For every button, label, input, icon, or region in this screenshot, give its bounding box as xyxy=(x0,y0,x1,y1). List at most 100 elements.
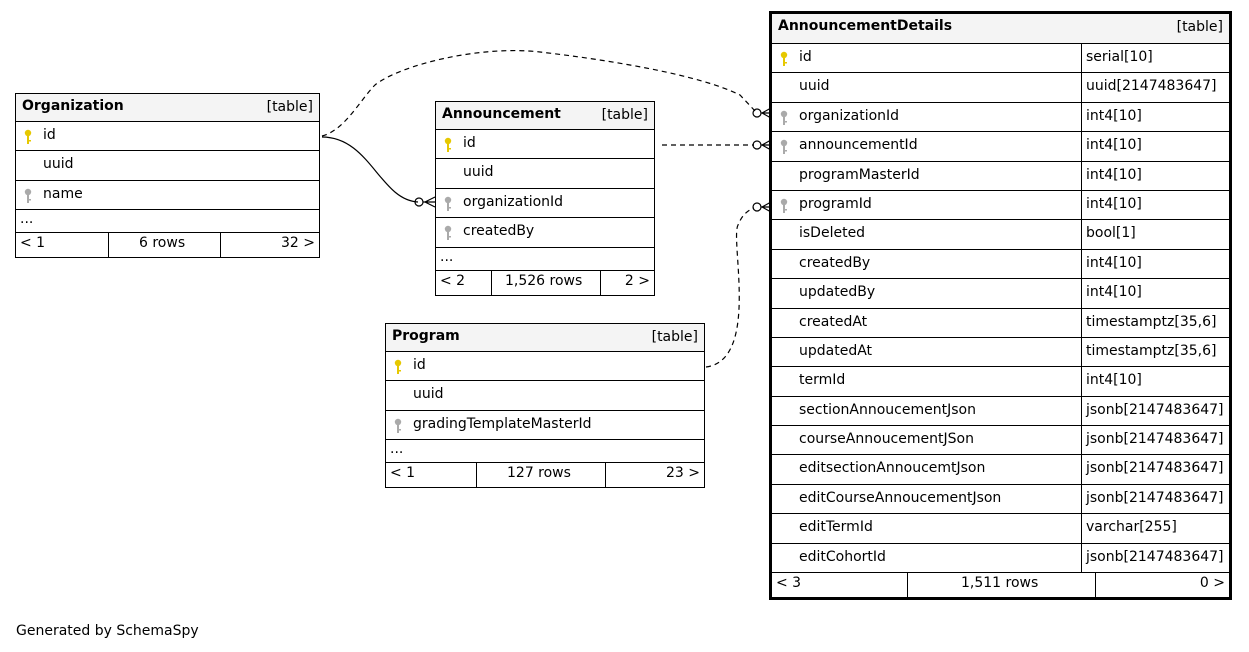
table-header: Program [table] xyxy=(386,324,704,352)
row-count: 1,511 rows xyxy=(961,575,1039,592)
foreign-key-icon xyxy=(24,188,32,203)
column-row: termId int4[10] xyxy=(772,367,1229,397)
row-count: 1,526 rows xyxy=(505,272,583,289)
column-type: jsonb[2147483647] xyxy=(1086,548,1224,565)
foreign-key-icon xyxy=(394,418,402,433)
column-name: createdBy xyxy=(463,223,535,240)
primary-key-icon xyxy=(394,359,402,374)
table-name: Organization xyxy=(22,98,124,114)
column-name: programMasterId xyxy=(799,166,920,183)
column-row: editCohortId jsonb[2147483647] xyxy=(772,543,1229,574)
column-type: timestamptz[35,6] xyxy=(1086,342,1217,359)
column-row: uuid xyxy=(16,151,319,181)
table-name: Announcement xyxy=(442,106,561,122)
table-organization[interactable]: Organization [table] id uuid name ... < … xyxy=(15,93,320,259)
table-footer: < 1 127 rows 23 > xyxy=(386,463,704,488)
table-footer: < 2 1,526 rows 2 > xyxy=(436,270,654,295)
column-name: termId xyxy=(799,372,846,389)
column-name: editCohortId xyxy=(799,548,886,565)
column-name: editsectionAnnoucemtJson xyxy=(799,460,986,477)
more-columns-ellipsis: ... xyxy=(436,248,654,271)
column-type: int4[10] xyxy=(1086,372,1142,389)
column-name: editTermId xyxy=(799,519,873,536)
column-type: int4[10] xyxy=(1086,195,1142,212)
column-type: uuid[2147483647] xyxy=(1086,78,1217,95)
column-type: bool[1] xyxy=(1086,225,1136,242)
column-type: jsonb[2147483647] xyxy=(1086,489,1224,506)
parents-count: < 3 xyxy=(776,575,802,592)
column-name: announcementId xyxy=(799,137,918,154)
foreign-key-icon xyxy=(780,198,788,213)
primary-key-icon xyxy=(780,51,788,66)
column-row: uuid xyxy=(436,159,654,189)
column-row: organizationId xyxy=(436,189,654,219)
table-footer: < 1 6 rows 32 > xyxy=(16,233,319,258)
column-type: jsonb[2147483647] xyxy=(1086,431,1224,448)
parents-count: < 2 xyxy=(440,272,466,289)
crowsfoot-circle xyxy=(752,140,762,150)
column-name: createdAt xyxy=(799,313,868,330)
column-row: createdBy xyxy=(436,218,654,248)
table-footer: < 3 1,511 rows 0 > xyxy=(772,573,1229,598)
column-name: gradingTemplateMasterId xyxy=(413,415,592,432)
column-row: courseAnnoucementJSon jsonb[2147483647] xyxy=(772,426,1229,456)
column-name: name xyxy=(43,185,83,202)
column-name: createdBy xyxy=(799,254,871,271)
table-header: AnnouncementDetails [table] xyxy=(772,14,1229,44)
table-type: [table] xyxy=(651,329,698,345)
crowsfoot-circle xyxy=(752,202,762,212)
children-count: 23 > xyxy=(666,465,700,482)
table-program[interactable]: Program [table] id uuid gradingTemplateM… xyxy=(385,323,705,489)
foreign-key-icon xyxy=(780,139,788,155)
column-name: uuid xyxy=(413,386,444,403)
crowsfoot-mark xyxy=(423,196,436,208)
column-row: createdBy int4[10] xyxy=(772,249,1229,280)
foreign-key-icon xyxy=(444,196,452,211)
table-type: [table] xyxy=(266,99,313,115)
primary-key-icon xyxy=(24,129,32,144)
column-row: id xyxy=(16,122,319,152)
column-name: editCourseAnnoucementJson xyxy=(799,489,1002,506)
crowsfoot-circle xyxy=(752,108,762,118)
column-row: gradingTemplateMasterId xyxy=(386,411,704,441)
foreign-key-icon xyxy=(444,225,452,241)
row-count: 6 rows xyxy=(139,235,186,252)
column-row: isDeleted bool[1] xyxy=(772,220,1229,250)
children-count: 2 > xyxy=(624,272,650,289)
table-announcement[interactable]: Announcement [table] id uuid organizatio… xyxy=(435,101,655,296)
column-row: id xyxy=(386,352,704,382)
column-name: organizationId xyxy=(799,107,900,124)
column-row: editCourseAnnoucementJson jsonb[214748364… xyxy=(772,484,1229,515)
column-row: updatedAt timestamptz[35,6] xyxy=(772,337,1229,368)
column-name: updatedAt xyxy=(799,342,873,359)
connector-organization-to-announcementdetails xyxy=(321,49,757,137)
connector-organization-to-announcement xyxy=(321,136,419,203)
primary-key-icon xyxy=(444,137,452,152)
column-type: int4[10] xyxy=(1086,254,1142,271)
table-name: AnnouncementDetails xyxy=(778,18,953,34)
column-row: sectionAnnoucementJson jsonb[2147483647] xyxy=(772,396,1229,427)
column-name: id xyxy=(413,357,426,373)
children-count: 0 > xyxy=(1199,575,1225,592)
column-name: courseAnnoucementJSon xyxy=(799,431,974,448)
column-name: isDeleted xyxy=(799,225,866,242)
table-header: Organization [table] xyxy=(16,94,319,122)
column-name: sectionAnnoucementJson xyxy=(799,401,976,418)
column-name: uuid xyxy=(43,156,74,173)
table-header: Announcement [table] xyxy=(436,102,654,130)
table-type: [table] xyxy=(1176,19,1223,35)
connector-program-to-announcementdetails xyxy=(705,207,755,368)
more-columns-ellipsis: ... xyxy=(16,210,319,234)
column-name: id xyxy=(463,135,476,151)
column-name: uuid xyxy=(463,164,494,181)
column-type: jsonb[2147483647] xyxy=(1086,401,1224,418)
